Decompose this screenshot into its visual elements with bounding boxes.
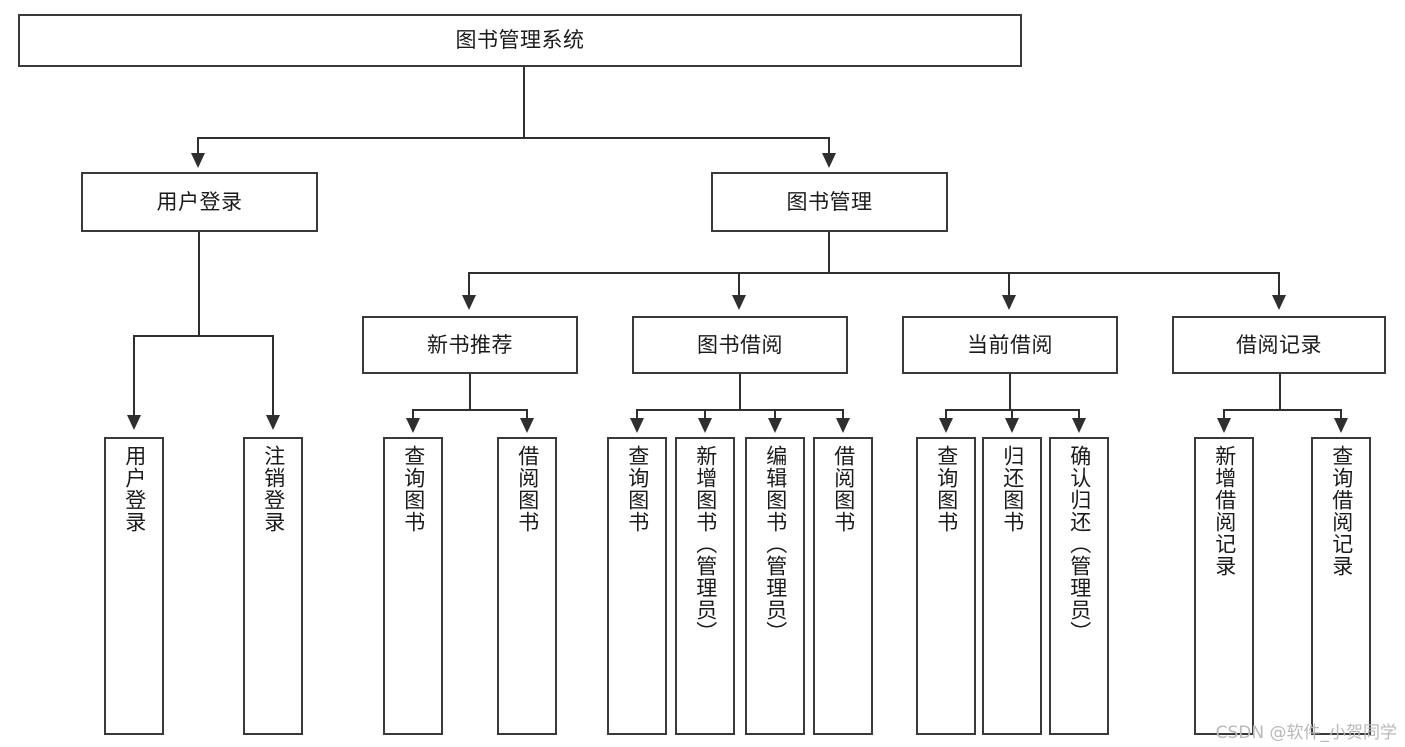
node-borrow-record[interactable]: 借阅记录	[1172, 316, 1386, 374]
connector-root-bus	[197, 137, 829, 139]
leaf-node-add-book[interactable]: 新增图书（管理员）	[675, 437, 735, 735]
csdn-watermark: CSDN @软件_小贺同学	[1215, 723, 1397, 743]
arrowhead-current-borrow	[1002, 295, 1016, 310]
leaf-label: 查询借阅记录	[1329, 445, 1354, 577]
arrowhead-borrow-record	[1272, 295, 1286, 310]
arrowhead-new-book-recommend	[462, 295, 476, 310]
node-root-book-management-system[interactable]: 图书管理系统	[18, 14, 1022, 67]
connector-new-book-recommend-bus	[412, 409, 528, 411]
node-label: 新书推荐	[427, 332, 513, 357]
connector-bb-to-leaf-3	[774, 409, 776, 421]
node-label: 图书管理	[786, 189, 873, 214]
connector-user-login-to-leaf-1	[133, 335, 135, 418]
leaf-label: 借阅图书	[831, 445, 856, 533]
leaf-label: 查询图书	[625, 445, 650, 533]
connector-borrow-record-bus	[1223, 409, 1342, 411]
node-label: 用户登录	[156, 189, 243, 214]
leaf-node-add-record[interactable]: 新增借阅记录	[1194, 437, 1254, 735]
arrowhead-leaf-add-record	[1217, 418, 1231, 433]
leaf-node-confirm-return[interactable]: 确认归还（管理员）	[1049, 437, 1109, 735]
arrowhead-book-borrow	[732, 295, 746, 310]
connector-borrow-record-stem	[1279, 374, 1281, 410]
arrowhead-leaf-borrow-book-1	[520, 418, 534, 433]
connector-book-manage-bus	[468, 272, 1280, 274]
arrowhead-leaf-edit-book	[768, 418, 782, 433]
connector-book-manage-stem	[828, 232, 830, 273]
leaf-label: 新增借阅记录	[1212, 445, 1237, 577]
node-label: 借阅记录	[1236, 332, 1322, 357]
leaf-label: 新增图书（管理员）	[693, 445, 718, 643]
leaf-label: 用户登录	[122, 445, 147, 533]
arrowhead-leaf-return-book	[1005, 418, 1019, 433]
connector-nbr-to-leaf-2	[526, 409, 528, 421]
arrowhead-leaf-confirm-return	[1072, 418, 1086, 433]
leaf-label: 归还图书	[1000, 445, 1025, 533]
node-label: 当前借阅	[967, 332, 1053, 357]
leaf-label: 查询图书	[934, 445, 959, 533]
leaf-node-query-book-2[interactable]: 查询图书	[607, 437, 667, 735]
leaf-node-return-book[interactable]: 归还图书	[982, 437, 1042, 735]
arrowhead-leaf-add-book	[698, 418, 712, 433]
connector-br-to-leaf-2	[1340, 409, 1342, 421]
leaf-label: 编辑图书（管理员）	[763, 445, 788, 643]
leaf-node-user-login[interactable]: 用户登录	[104, 437, 164, 735]
connector-user-login-bus	[133, 335, 274, 337]
leaf-node-query-record[interactable]: 查询借阅记录	[1311, 437, 1371, 735]
connector-to-new-book-recommend	[468, 272, 470, 298]
connector-nbr-to-leaf-1	[412, 409, 414, 421]
leaf-node-borrow-book-2[interactable]: 借阅图书	[813, 437, 873, 735]
leaf-label: 借阅图书	[515, 445, 540, 533]
connector-cb-to-leaf-1	[945, 409, 947, 421]
node-current-borrow[interactable]: 当前借阅	[902, 316, 1118, 374]
arrowhead-book-manage	[822, 153, 836, 168]
leaf-label: 注销登录	[261, 445, 286, 533]
arrowhead-leaf-query-book-2	[630, 418, 644, 433]
connector-current-borrow-stem	[1009, 374, 1011, 410]
connector-to-current-borrow	[1008, 272, 1010, 298]
arrowhead-leaf-query-book-1	[406, 418, 420, 433]
connector-bb-to-leaf-2	[704, 409, 706, 421]
node-label: 图书借阅	[697, 332, 783, 357]
arrowhead-user-login	[191, 153, 205, 168]
node-book-manage[interactable]: 图书管理	[711, 172, 948, 232]
connector-book-borrow-bus	[636, 409, 843, 411]
node-new-book-recommend[interactable]: 新书推荐	[362, 316, 578, 374]
node-book-borrow[interactable]: 图书借阅	[632, 316, 848, 374]
connector-book-borrow-stem	[739, 374, 741, 410]
arrowhead-leaf-query-book-3	[939, 418, 953, 433]
connector-user-login-to-leaf-2	[272, 335, 274, 418]
arrowhead-leaf-user-logout	[266, 415, 280, 430]
leaf-node-user-logout[interactable]: 注销登录	[243, 437, 303, 735]
leaf-node-edit-book[interactable]: 编辑图书（管理员）	[745, 437, 805, 735]
arrowhead-leaf-query-record	[1334, 418, 1348, 433]
connector-cb-to-leaf-2	[1011, 409, 1013, 421]
leaf-label: 确认归还（管理员）	[1067, 445, 1092, 643]
connector-cb-to-leaf-3	[1078, 409, 1080, 421]
leaf-label: 查询图书	[401, 445, 426, 533]
connector-to-borrow-record	[1278, 272, 1280, 298]
node-user-login[interactable]: 用户登录	[81, 172, 318, 232]
leaf-node-borrow-book-1[interactable]: 借阅图书	[497, 437, 557, 735]
leaf-node-query-book-1[interactable]: 查询图书	[383, 437, 443, 735]
connector-root-stem	[523, 67, 525, 138]
connector-br-to-leaf-1	[1223, 409, 1225, 421]
connector-new-book-recommend-stem	[469, 374, 471, 410]
connector-root-to-user-login	[197, 137, 199, 156]
connector-to-book-borrow	[738, 272, 740, 298]
connector-root-to-book-manage	[828, 137, 830, 156]
arrowhead-leaf-borrow-book-2	[836, 418, 850, 433]
arrowhead-leaf-user-login	[127, 415, 141, 430]
connector-user-login-stem	[198, 232, 200, 336]
connector-bb-to-leaf-1	[636, 409, 638, 421]
node-label: 图书管理系统	[455, 28, 585, 53]
connector-bb-to-leaf-4	[842, 409, 844, 421]
leaf-node-query-book-3[interactable]: 查询图书	[916, 437, 976, 735]
